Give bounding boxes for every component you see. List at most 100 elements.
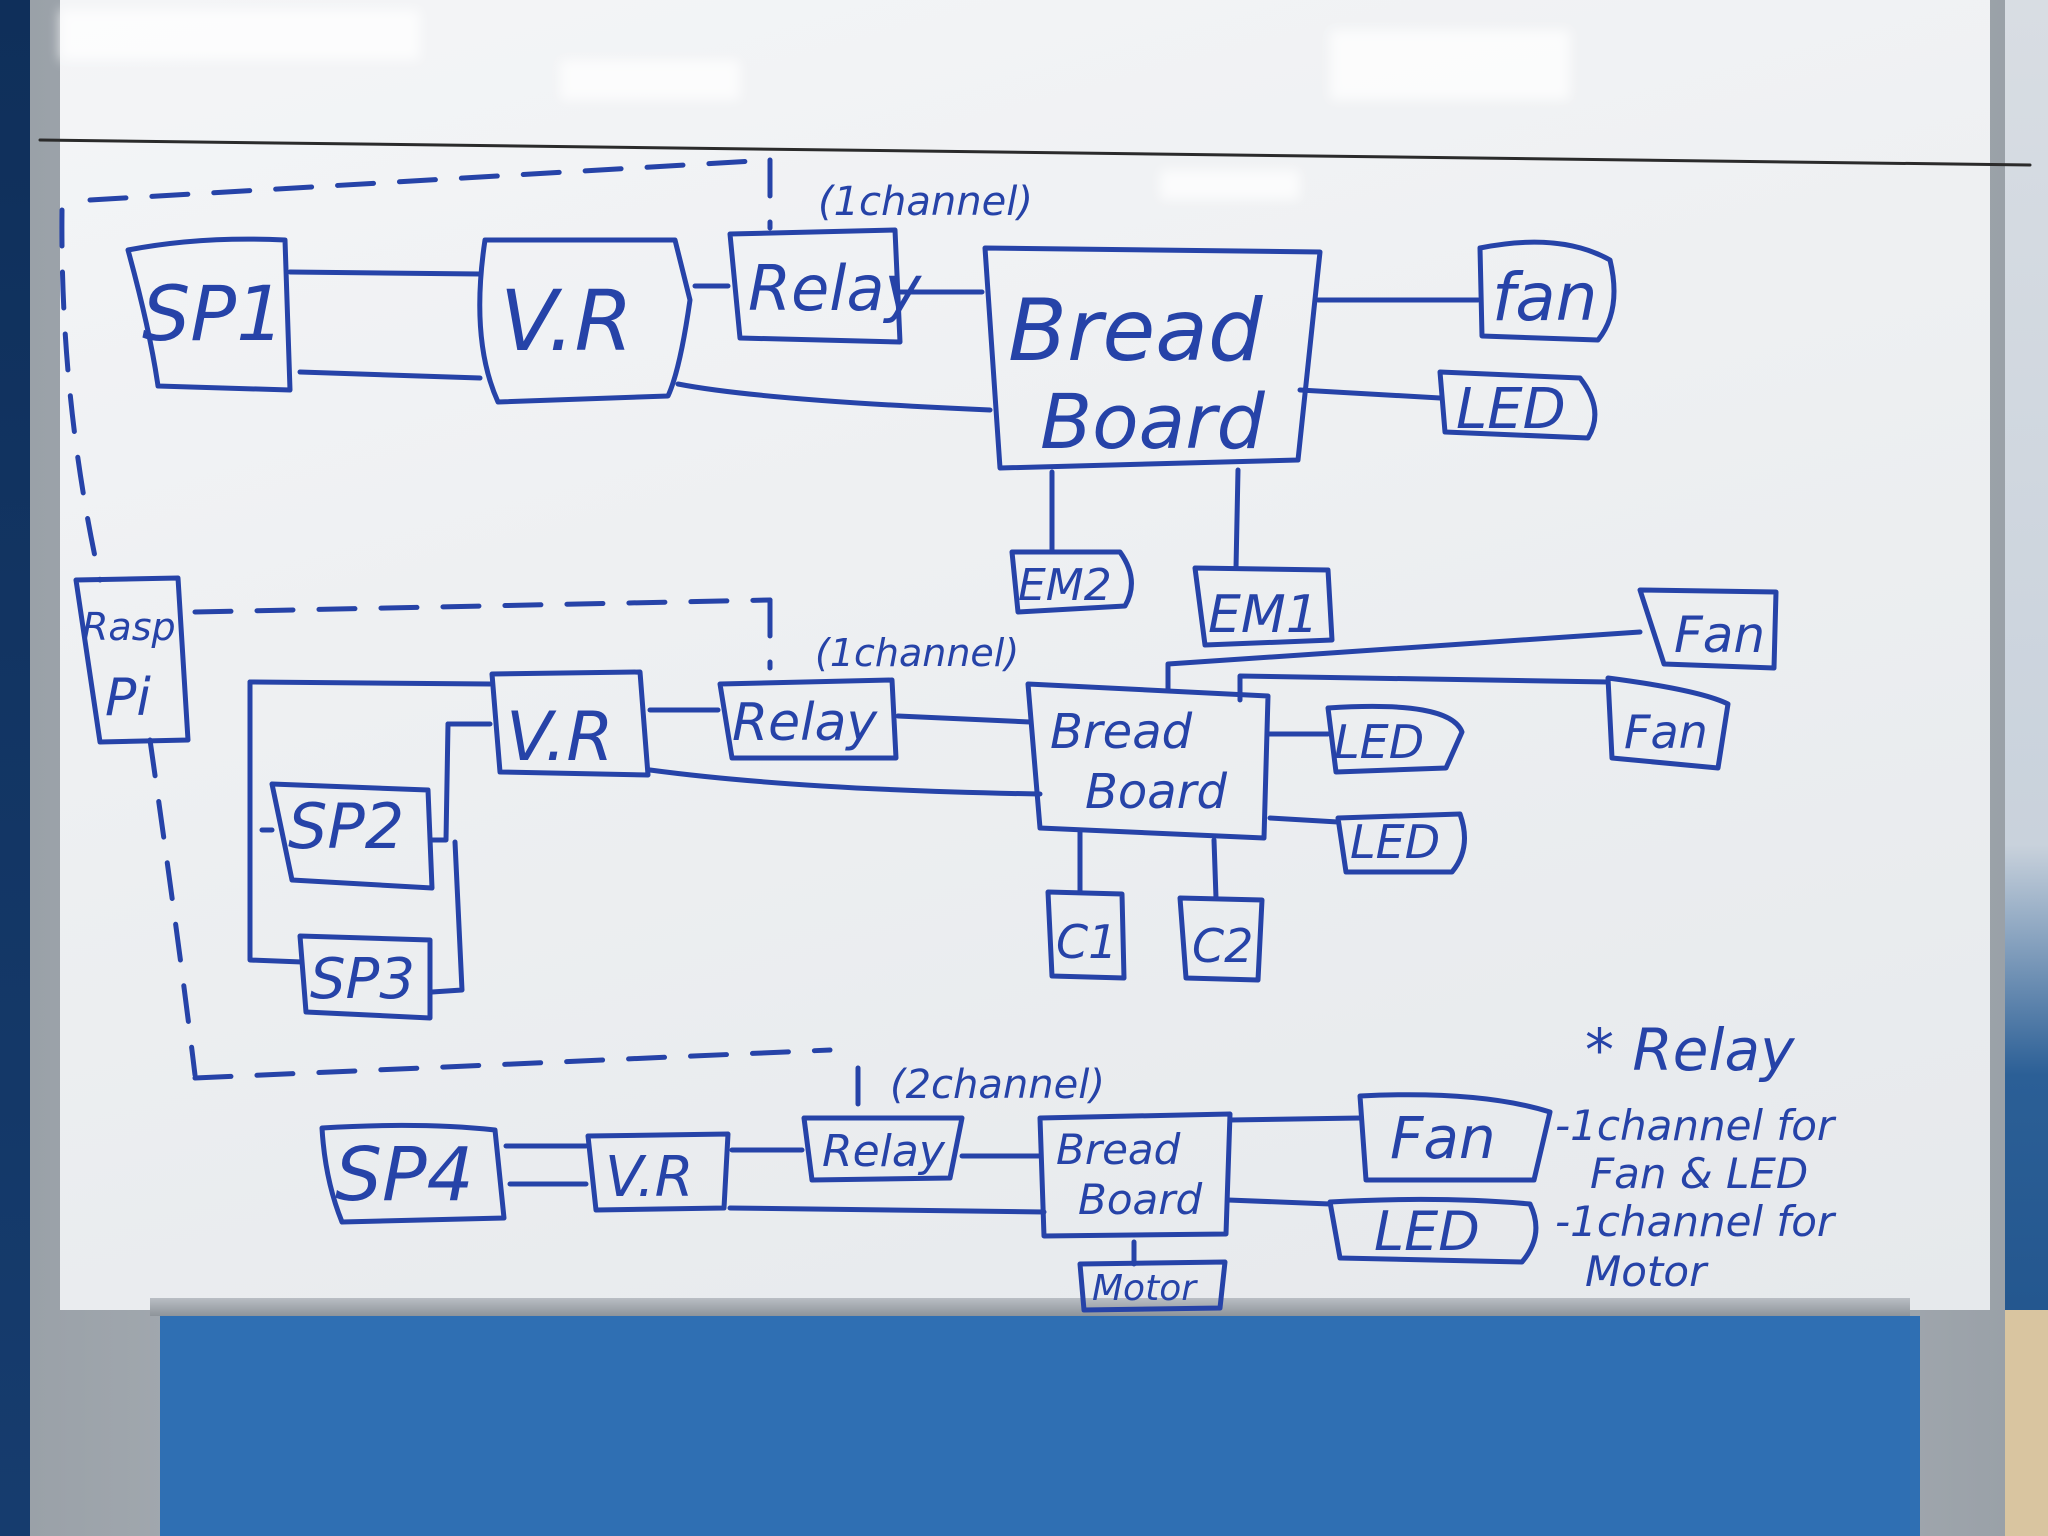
label-motor: Motor [1092, 1268, 1198, 1309]
control-dashes [59, 157, 861, 1113]
box-c1 [1045, 889, 1127, 981]
board-tray [150, 1298, 1910, 1316]
label-relay2: Relay [732, 693, 878, 753]
box-vr2 [489, 669, 651, 778]
label-vr2: V.R [506, 698, 614, 777]
wire-bb1-em1 [1233, 467, 1241, 571]
box-sp3 [297, 933, 433, 1021]
label-vr3: V.R [605, 1145, 694, 1210]
label-sp4: SP4 [335, 1132, 474, 1218]
label-breadboard2-a: Bread [1050, 704, 1193, 760]
box-relay1 [727, 227, 903, 345]
box-fan3 [1605, 675, 1731, 771]
label-sp1: SP1 [142, 269, 284, 358]
whiteboard-surface [60, 0, 1990, 1310]
box-rasp-pi [73, 575, 191, 745]
box-vr3 [585, 1131, 731, 1213]
ruler-line [38, 138, 2032, 167]
wire-loop-top [247, 679, 493, 687]
label-rasp: Rasp [82, 605, 176, 649]
label-fan4: Fan [1390, 1104, 1496, 1172]
label-led3: LED [1350, 815, 1440, 869]
box-relay3 [801, 1115, 965, 1183]
wire-sp1-vr1-b [297, 369, 483, 381]
label-fan2: Fan [1674, 606, 1765, 664]
label-em2: EM2 [1018, 560, 1112, 611]
wire-loop-left [247, 679, 305, 965]
wire-relay2-bb2 [895, 713, 1033, 725]
label-c1: C1 [1056, 915, 1117, 969]
label-relay1: Relay [748, 252, 922, 325]
label-breadboard3-a: Bread [1056, 1125, 1181, 1174]
box-em2 [1009, 549, 1134, 615]
label-sp2: SP2 [288, 790, 404, 863]
box-relay2 [717, 677, 899, 761]
dash-top-1 [87, 157, 773, 203]
box-led3 [1335, 811, 1467, 875]
label-channel1: (1channel) [818, 179, 1033, 225]
dash-bottom [192, 1047, 833, 1081]
label-led2: LED [1334, 715, 1424, 769]
box-led2 [1325, 703, 1465, 775]
note-line2: Fan & LED [1590, 1149, 1808, 1198]
wire-bb2-fan2 [1165, 629, 1643, 693]
box-fan2 [1637, 587, 1779, 671]
box-breadboard1 [982, 245, 1323, 471]
label-channel2: (1channel) [815, 631, 1019, 675]
note-line1: -1channel for [1555, 1101, 1837, 1150]
box-breadboard3 [1037, 1111, 1233, 1239]
wire-bb1-led1 [1297, 387, 1443, 401]
label-fan3: Fan [1624, 705, 1708, 759]
box-breadboard2 [1025, 681, 1271, 841]
wire-bb3-led4 [1225, 1197, 1333, 1207]
label-breadboard3-b: Board [1078, 1175, 1203, 1224]
box-sp1 [125, 236, 293, 393]
wire-vr2-bb2 [647, 767, 1043, 797]
note-line4: Motor [1585, 1247, 1709, 1296]
box-em1 [1192, 565, 1335, 648]
wire-vr1-bb1 [675, 381, 993, 413]
box-c2 [1177, 895, 1265, 983]
label-sp3: SP3 [310, 947, 415, 1012]
wire-bb2-fan3 [1237, 673, 1611, 703]
glare [60, 10, 420, 60]
label-led1: LED [1456, 377, 1566, 442]
wire-bb3-fan4 [1227, 1115, 1363, 1123]
box-sp2 [269, 781, 435, 891]
label-vr1: V.R [500, 272, 633, 370]
glare [560, 60, 740, 100]
box-led1 [1437, 369, 1598, 441]
label-breadboard1-a: Bread [1008, 281, 1263, 381]
note-title: * Relay [1585, 1016, 1795, 1084]
box-sp4 [319, 1122, 507, 1225]
glare [1330, 30, 1570, 100]
dash-mid [192, 597, 773, 615]
wire-bb2-led3 [1267, 815, 1341, 825]
wire-vr2-sp2 [429, 721, 451, 843]
label-em1: EM1 [1208, 585, 1319, 645]
box-led4 [1327, 1196, 1539, 1265]
wire-vr3-bb3 [727, 1205, 1047, 1215]
dash-left-top [59, 207, 103, 583]
label-c2: C2 [1192, 919, 1253, 973]
note-line3: -1channel for [1555, 1197, 1837, 1246]
wire-bb2-c2 [1211, 837, 1219, 901]
wire-sp1-vr1-a [287, 269, 483, 277]
label-breadboard2-b: Board [1085, 764, 1227, 820]
box-fan1 [1477, 239, 1617, 343]
label-led4: LED [1374, 1200, 1480, 1263]
dash-left-bottom [147, 737, 198, 1078]
label-relay3: Relay [822, 1126, 946, 1177]
label-breadboard1-b: Board [1040, 377, 1265, 466]
box-motor [1077, 1259, 1228, 1313]
label-pi: Pi [105, 668, 151, 728]
label-channel3: (2channel) [890, 1062, 1105, 1108]
box-fan4 [1357, 1092, 1553, 1183]
wire-sp2-sp3 [429, 839, 465, 995]
partition-panel [160, 1316, 1920, 1536]
box-vr1 [477, 237, 693, 405]
glare [1160, 170, 1300, 200]
label-fan1: fan [1492, 259, 1598, 336]
